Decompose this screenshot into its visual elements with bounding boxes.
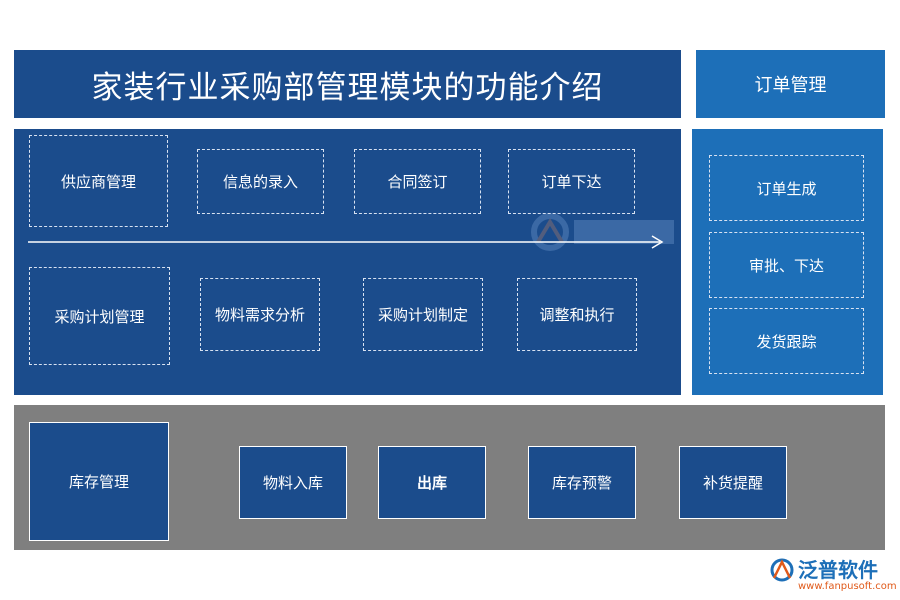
adjust-execute-box: 调整和执行 xyxy=(517,278,637,351)
procurement-plan-management-box: 采购计划管理 xyxy=(29,267,170,365)
order-management-header: 订单管理 xyxy=(696,50,885,118)
logo-name: 泛普软件 xyxy=(798,558,878,582)
logo-url: www.fanpusoft.com xyxy=(798,581,897,592)
inventory-management-box: 库存管理 xyxy=(29,422,169,541)
outbound-box: 出库 xyxy=(378,446,486,519)
supplier-management-box: 供应商管理 xyxy=(29,135,168,227)
approval-issue-box: 审批、下达 xyxy=(709,232,864,298)
contract-signing-box: 合同签订 xyxy=(354,149,481,214)
material-inbound-box: 物料入库 xyxy=(239,446,347,519)
stock-warning-box: 库存预警 xyxy=(528,446,636,519)
logo-mark-icon xyxy=(770,558,794,582)
company-logo: 泛普软件 www.fanpusoft.com xyxy=(768,554,897,598)
diagram-title: 家装行业采购部管理模块的功能介绍 xyxy=(14,50,681,118)
procurement-plan-formulation-box: 采购计划制定 xyxy=(363,278,483,351)
shipment-tracking-box: 发货跟踪 xyxy=(709,308,864,374)
order-panel xyxy=(692,129,883,395)
material-requirement-analysis-box: 物料需求分析 xyxy=(200,278,320,351)
order-issuing-box: 订单下达 xyxy=(508,149,635,214)
process-flow-arrow xyxy=(28,235,664,249)
replenishment-reminder-box: 补货提醒 xyxy=(679,446,787,519)
watermark-logo-icon xyxy=(531,213,674,251)
order-generation-box: 订单生成 xyxy=(709,155,864,221)
info-entry-box: 信息的录入 xyxy=(197,149,324,214)
